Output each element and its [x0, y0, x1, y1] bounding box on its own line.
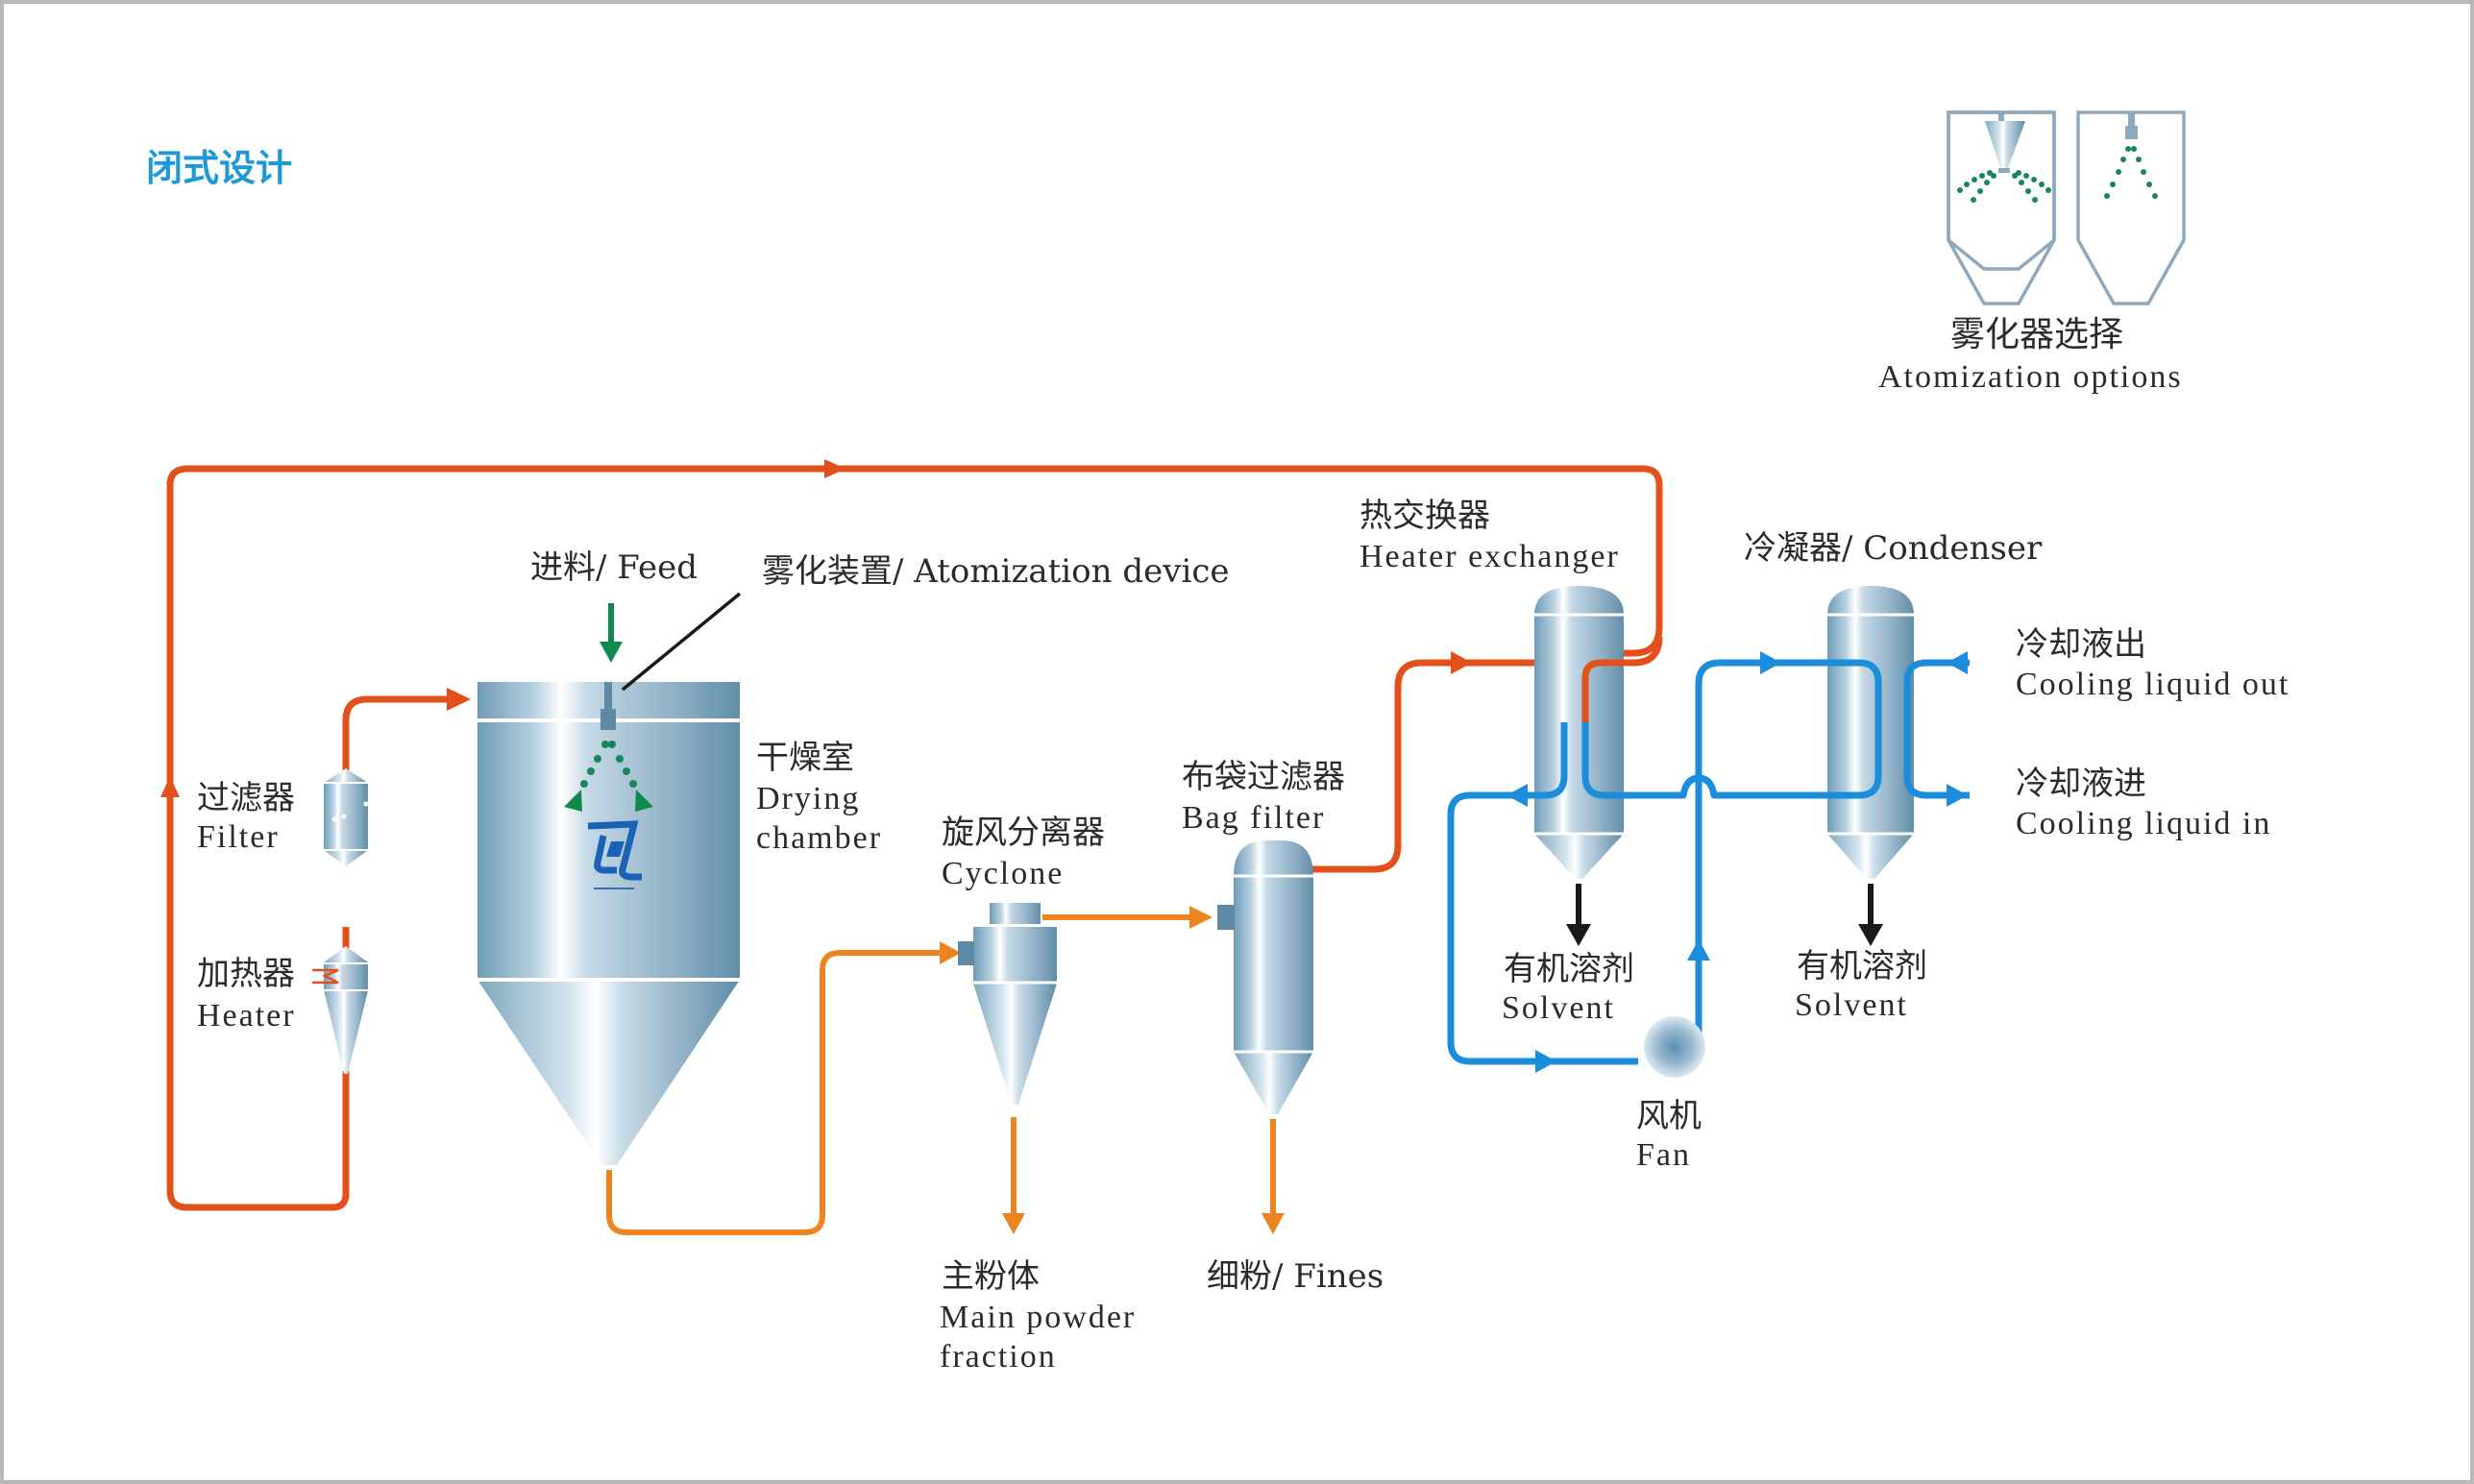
chamber-to-cyclone-pipe [606, 950, 946, 1235]
cooling-in-label-cn: 冷却液进 [2016, 765, 2146, 803]
heater-label-cn: 加热器 [197, 955, 295, 993]
heating-coil-icon [312, 968, 339, 985]
cooling-liquid-out-pipe [1903, 659, 1970, 799]
atomizer-nozzle [600, 709, 616, 730]
fan-label-en: Fan [1636, 1137, 1691, 1173]
solvent-1-arrow [1566, 924, 1591, 946]
solvent-1-label-cn: 有机溶剂 [1504, 950, 1634, 988]
product-flow [606, 906, 1285, 1235]
heat-exchanger-label-cn: 热交换器 [1359, 497, 1490, 535]
fines-label: 细粉/ Fines [1207, 1257, 1384, 1296]
condenser-label: 冷凝器/ Condenser [1744, 529, 2043, 568]
cooling-in-label-en: Cooling liquid in [2016, 806, 2271, 841]
vessel-outline [1947, 110, 2056, 305]
cyclone-label-en: Cyclone [942, 856, 1064, 891]
nozzle-icon [2125, 126, 2138, 139]
fan-label-cn: 风机 [1636, 1097, 1702, 1135]
solvent-2-arrow [1858, 924, 1883, 946]
filter-to-chamber-pipe [342, 695, 452, 773]
company-logo [587, 820, 642, 889]
main-powder-label-en-1: Main powder [940, 1300, 1136, 1335]
bag-filter-label-en: Bag filter [1182, 800, 1325, 836]
filter: 过滤器 Filter [197, 768, 369, 866]
solvent-1-label-en: Solvent [1502, 990, 1615, 1026]
feed-arrow-down [600, 642, 623, 663]
nozzle-atomizer-option [2076, 110, 2186, 305]
feed-inlet: 进料/ Feed [530, 548, 698, 663]
page-title: 闭式设计 [146, 146, 292, 189]
bagfilter-to-exchanger-pipe [1312, 659, 1568, 873]
exchanger-to-condenser [1581, 659, 1882, 1033]
main-powder-arrow [1002, 1213, 1025, 1234]
drying-chamber-label-en-2: chamber [756, 820, 882, 856]
feed-label: 进料/ Feed [530, 548, 698, 587]
filter-label-cn: 过滤器 [197, 779, 295, 817]
flow-arrow-right [824, 459, 845, 478]
bag-filter-label-cn: 布袋过滤器 [1182, 758, 1345, 796]
cooling-out-label-en: Cooling liquid out [2016, 667, 2290, 702]
drying-chamber-label-cn: 干燥室 [756, 739, 854, 777]
heat-exchanger-label-en: Heater exchanger [1359, 539, 1620, 574]
fines-arrow [1261, 1213, 1285, 1234]
cyclone-label-cn: 旋风分离器 [942, 814, 1105, 852]
fan-icon [1644, 1016, 1705, 1078]
exchanger-hot-out [1581, 636, 1663, 722]
drying-chamber-label-en-1: Drying [756, 781, 860, 816]
rotary-disc-icon [1985, 121, 2025, 168]
main-powder-label-cn: 主粉体 [942, 1257, 1040, 1296]
vessel-outline [2076, 110, 2186, 305]
cooling-out-label-cn: 冷却液出 [2016, 625, 2146, 664]
atomizer-shaft [604, 682, 612, 711]
spray-dots [1957, 170, 2051, 203]
atomization-options-label-en: Atomization options [1878, 359, 2183, 395]
drying-chamber: 干燥室 Drying chamber [478, 682, 882, 1165]
condenser: 冷凝器/ Condenser [1744, 529, 2043, 879]
heater-label-en: Heater [197, 998, 296, 1034]
bag-filter: 布袋过滤器 Bag filter 细粉/ Fines [1182, 758, 1384, 1296]
solvent-2-label-cn: 有机溶剂 [1797, 947, 1927, 985]
exchanger-cold-out [1447, 722, 1638, 1065]
leader-line [621, 592, 742, 692]
flow-arrow-up [160, 776, 180, 797]
flow-arrow-right [1451, 651, 1472, 674]
spray-dots [2104, 146, 2158, 199]
solvent-2-label-en: Solvent [1795, 987, 1908, 1023]
filter-label-en: Filter [197, 819, 280, 855]
spray-pattern [564, 741, 653, 812]
cyclone: 旋风分离器 Cyclone 主粉体 Main powder fraction [940, 814, 1136, 1375]
heater: 加热器 Heater [197, 946, 368, 1074]
atomization-options: 雾化器选择 Atomization options [1878, 110, 2186, 395]
cool-gas-loop [1447, 651, 1970, 1078]
flow-arrow-right [447, 688, 471, 711]
atomization-device-label: 雾化装置/ Atomization device [762, 552, 1230, 591]
rotary-atomizer-option [1947, 110, 2056, 305]
atomization-options-label-cn: 雾化器选择 [1950, 315, 2123, 354]
main-powder-label-en-2: fraction [940, 1339, 1057, 1375]
solvent-outlets: 有机溶剂 Solvent 有机溶剂 Solvent [1502, 884, 1927, 1026]
atomization-device-callout: 雾化装置/ Atomization device [621, 552, 1230, 692]
